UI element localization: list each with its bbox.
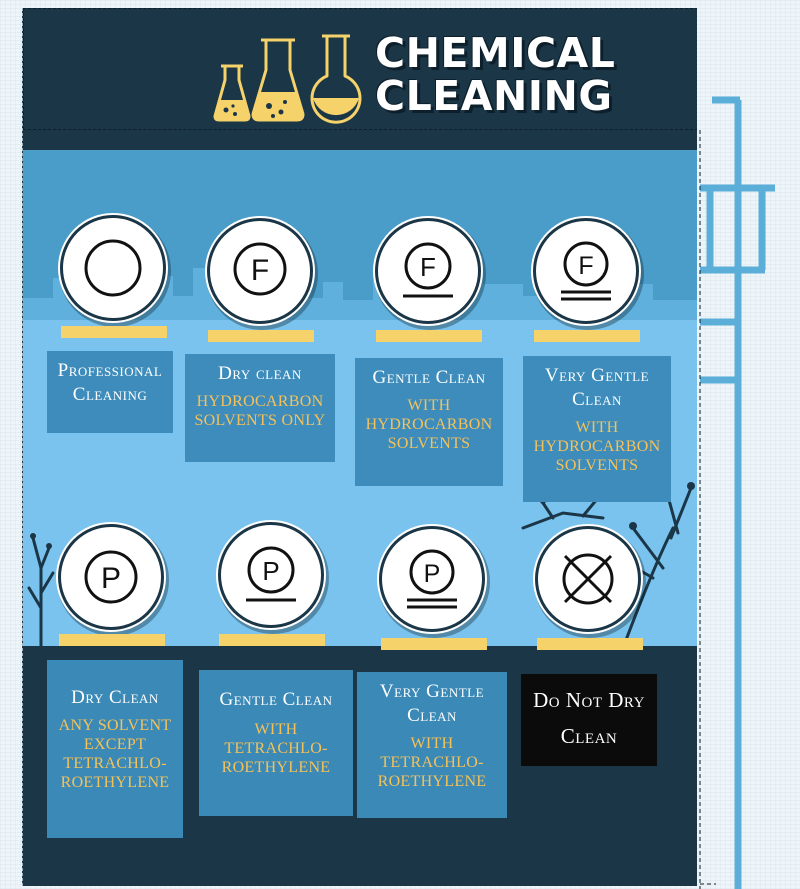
circle-p-icon: P <box>84 550 138 604</box>
card-subtitle: any solvent except tetrachlo-roethylene <box>58 717 172 791</box>
symbol-gentle-clean-hydrocarbon: F <box>375 218 481 324</box>
city-skyline-decoration <box>23 256 697 320</box>
symbol-professional-cleaning <box>60 215 166 321</box>
infographic-panel: CHEMICAL CLEANING Professional Cleaning <box>22 8 697 886</box>
card-gentle-clean-tetrachloroethylene: Gentle Clean with tetrachlo-roethylene <box>199 670 353 816</box>
svg-text:P: P <box>424 560 441 588</box>
label-bar <box>61 326 167 338</box>
svg-text:P: P <box>262 556 279 586</box>
symbol-very-gentle-clean-hydrocarbon: F <box>533 218 639 324</box>
card-title: Very Gentle Clean <box>379 681 485 726</box>
label-bar <box>219 634 325 646</box>
card-professional-cleaning: Professional Cleaning <box>47 351 173 433</box>
card-gentle-clean-hydrocarbon: Gentle Clean with hydrocarbon solvents <box>355 358 503 486</box>
circle-f-underline-icon: F <box>403 242 453 298</box>
card-title: Dry clean <box>218 363 302 384</box>
symbol-dry-clean-hydrocarbon: F <box>207 218 313 324</box>
card-subtitle: with tetrachlo-roethylene <box>377 735 487 790</box>
card-subtitle: with hydrocarbon solvents <box>365 397 493 452</box>
svg-text:F: F <box>420 252 436 282</box>
card-dry-clean-hydrocarbon: Dry clean hydrocarbon solvents only <box>185 354 335 462</box>
card-very-gentle-clean-tetrachloroethylene: Very Gentle Clean with tetrachlo-roethyl… <box>357 672 507 818</box>
title-line-2: CLEANING <box>375 72 613 120</box>
circle-crossed-icon <box>562 553 614 605</box>
symbol-gentle-clean-tetrachloroethylene: P <box>218 522 324 628</box>
card-do-not-dry-clean: Do Not Dry Clean <box>521 674 657 766</box>
label-bar <box>381 638 487 650</box>
header: CHEMICAL CLEANING <box>23 8 697 132</box>
card-title: Professional Cleaning <box>57 360 163 405</box>
card-title: Gentle Clean <box>219 689 333 710</box>
card-title: Dry Clean <box>71 687 159 708</box>
label-bar <box>59 634 165 646</box>
circle-empty-icon <box>84 239 142 297</box>
card-title: Very Gentle Clean <box>544 365 650 410</box>
circle-p-underline-icon: P <box>246 546 296 602</box>
card-title: Gentle Clean <box>372 367 486 388</box>
label-bar <box>376 330 482 342</box>
label-bar <box>537 638 643 650</box>
card-title: Do Not Dry Clean <box>533 688 645 748</box>
circle-f-double-underline-icon: F <box>561 241 611 301</box>
card-very-gentle-clean-hydrocarbon: Very Gentle Clean with hydrocarbon solve… <box>523 356 671 502</box>
page-title: CHEMICAL CLEANING <box>375 32 615 118</box>
circle-f-icon: F <box>233 242 287 296</box>
symbol-do-not-dry-clean <box>535 526 641 632</box>
svg-text:P: P <box>101 562 121 595</box>
flasks-icon <box>213 34 362 124</box>
title-line-1: CHEMICAL <box>375 29 616 77</box>
symbol-very-gentle-clean-tetrachloroethylene: P <box>379 526 485 632</box>
card-subtitle: with hydrocarbon solvents <box>533 419 661 474</box>
svg-text:F: F <box>251 254 269 287</box>
symbol-dry-clean-any-solvent: P <box>58 524 164 630</box>
svg-text:F: F <box>578 252 593 280</box>
circle-p-double-underline-icon: P <box>407 549 457 609</box>
label-bar <box>534 330 640 342</box>
card-subtitle: hydrocarbon solvents only <box>194 393 326 429</box>
card-subtitle: with tetrachlo-roethylene <box>221 721 331 776</box>
label-bar <box>208 330 314 342</box>
card-dry-clean-any-solvent: Dry Clean any solvent except tetrachlo-r… <box>47 660 183 838</box>
